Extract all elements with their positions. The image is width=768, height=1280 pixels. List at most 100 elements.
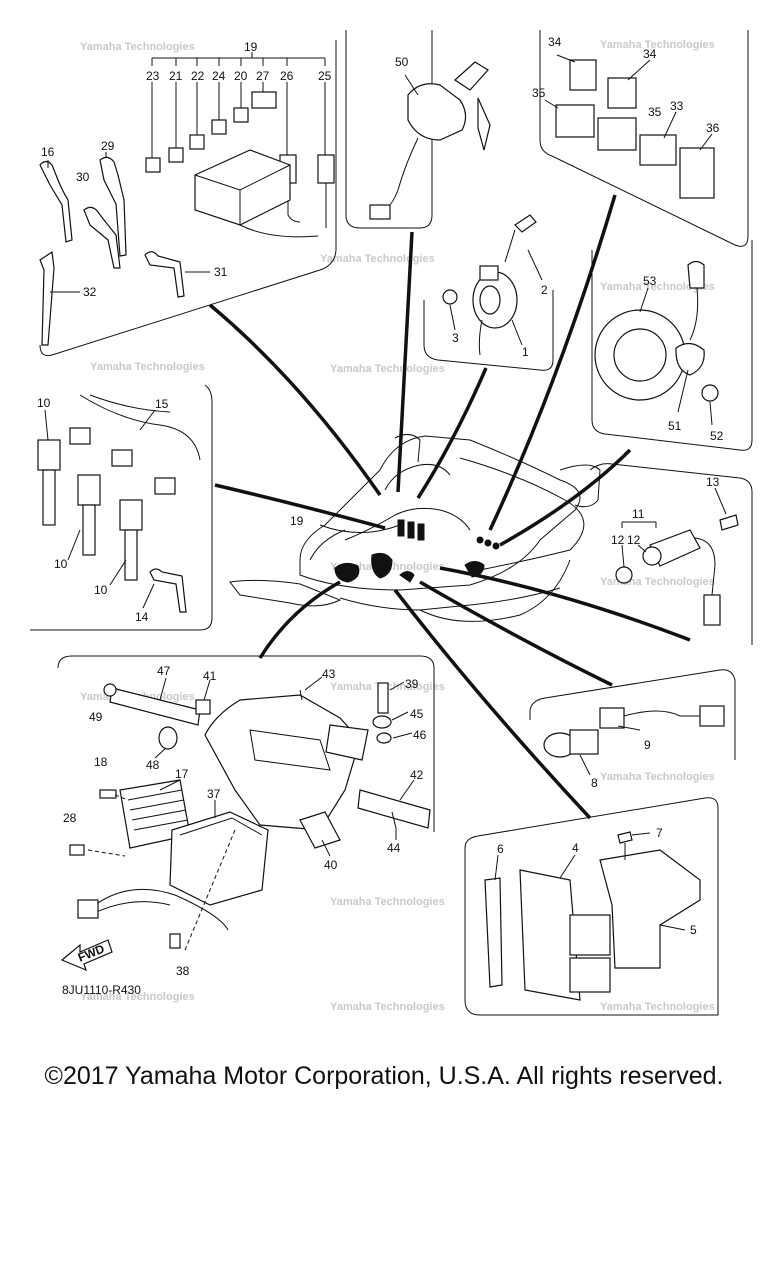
vehicle-rear — [559, 464, 601, 508]
callout-15: 15 — [155, 397, 169, 411]
relay-34b — [607, 77, 637, 109]
box-ignition-group — [345, 30, 433, 229]
leader-10a — [44, 409, 49, 441]
callout-44: 44 — [387, 841, 401, 855]
leader-52 — [709, 401, 713, 426]
fuse-21 — [168, 147, 184, 163]
vehicle-windshield — [394, 434, 421, 463]
watermark: Yamaha Technologies — [600, 39, 715, 51]
ignition-coil-stem — [82, 504, 96, 556]
nut-3 — [442, 289, 458, 305]
vehicle-hood — [309, 529, 346, 561]
box-fuse-group — [39, 40, 337, 356]
callout-19: 19 — [290, 514, 304, 528]
leader-17 — [159, 779, 181, 791]
callout-labels: 19 23 21 22 24 20 27 26 25 16 29 30 31 3… — [37, 35, 724, 997]
leader-51 — [677, 369, 689, 413]
fuse-box — [194, 149, 291, 226]
vehicle-harness — [384, 464, 451, 491]
leader-39 — [389, 681, 405, 691]
tie-32 — [39, 250, 55, 346]
horn-wire — [478, 319, 483, 356]
watermark: Yamaha Technologies — [80, 41, 195, 53]
bolt-28-dashed — [87, 849, 126, 857]
pressure-switch-body — [569, 729, 599, 755]
ecu-37 — [169, 811, 269, 906]
callout-9: 9 — [644, 738, 651, 752]
sensor-rotor-inner — [613, 328, 667, 382]
callout-36: 36 — [706, 121, 720, 135]
ignition-coil-stem — [42, 469, 56, 526]
bracket-cutout — [249, 729, 331, 771]
ecu-connector — [569, 957, 611, 993]
speed-sensor-wire — [694, 537, 716, 596]
callout-35: 35 — [532, 86, 546, 100]
tie-31 — [144, 251, 185, 298]
vehicle-track — [419, 559, 571, 622]
vehicle-ski — [229, 579, 342, 607]
bolt-7 — [617, 831, 633, 844]
tie-16 — [39, 160, 73, 243]
callout-35: 35 — [648, 105, 662, 119]
box-rotor-group — [591, 240, 753, 451]
box-ecu-group — [464, 797, 719, 1016]
ecu-group — [484, 831, 701, 1001]
leader-46 — [392, 732, 413, 739]
leader-10c — [109, 559, 127, 586]
exploded-parts-diagram: Yamaha Technologies Yamaha Technologies … — [30, 30, 753, 1016]
callout-2: 2 — [541, 283, 548, 297]
leader-50 — [404, 74, 419, 96]
coil-harness — [89, 394, 171, 413]
leader-34a — [556, 54, 576, 63]
snowmobile-outline — [229, 434, 601, 622]
leader-10b — [67, 529, 81, 561]
leader-7 — [631, 832, 651, 836]
watermark: Yamaha Technologies — [330, 896, 445, 908]
watermark: Yamaha Technologies — [90, 361, 205, 373]
ignition-coil-stem — [124, 529, 138, 581]
callout-30: 30 — [76, 170, 90, 184]
leader-33 — [663, 111, 677, 139]
callout-50: 50 — [395, 55, 409, 69]
regulator-fins — [127, 789, 189, 831]
leader-35a — [544, 99, 559, 109]
group-box-outlines — [30, 30, 753, 1016]
regulator-harness — [94, 888, 229, 931]
vehicle-track-top — [339, 587, 561, 611]
ignition-coil — [37, 439, 61, 471]
coil-connector — [154, 477, 176, 495]
tie-29 — [99, 156, 127, 257]
callout-24: 24 — [212, 69, 226, 83]
bolt-2 — [514, 214, 537, 233]
leader-6 — [494, 854, 499, 881]
box-coil-group — [30, 384, 213, 631]
callout-11: 11 — [632, 507, 645, 521]
regulator-harness — [89, 901, 171, 916]
callout-42: 42 — [410, 768, 424, 782]
bolt-38 — [169, 933, 181, 949]
pressure-connector — [599, 707, 625, 729]
pressure-wire — [623, 710, 700, 717]
callout-37: 37 — [207, 787, 221, 801]
bolt-18-dashed — [114, 794, 129, 801]
vehicle-coil-marker — [417, 523, 425, 541]
coil-connector — [111, 449, 133, 467]
ignition-wire — [384, 137, 419, 211]
vehicle-relay-marker — [484, 539, 492, 547]
horn-bracket — [479, 265, 499, 281]
watermark: Yamaha Technologies — [600, 281, 715, 293]
damper-48 — [158, 726, 178, 750]
leader-12a — [621, 544, 625, 568]
bolt-39 — [377, 682, 389, 714]
callout-39: 39 — [405, 677, 419, 691]
leader-4 — [559, 854, 576, 879]
pressure-connector-end — [699, 705, 725, 727]
callout-16: 16 — [41, 145, 55, 159]
o-ring-12 — [615, 566, 633, 584]
leader-34b — [627, 59, 651, 81]
fuse-box-harness — [239, 224, 319, 238]
fwd-arrow-icon — [60, 939, 113, 972]
speed-sensor-connector — [703, 594, 721, 626]
ignition-connector — [369, 204, 391, 220]
leader-43 — [304, 676, 323, 691]
